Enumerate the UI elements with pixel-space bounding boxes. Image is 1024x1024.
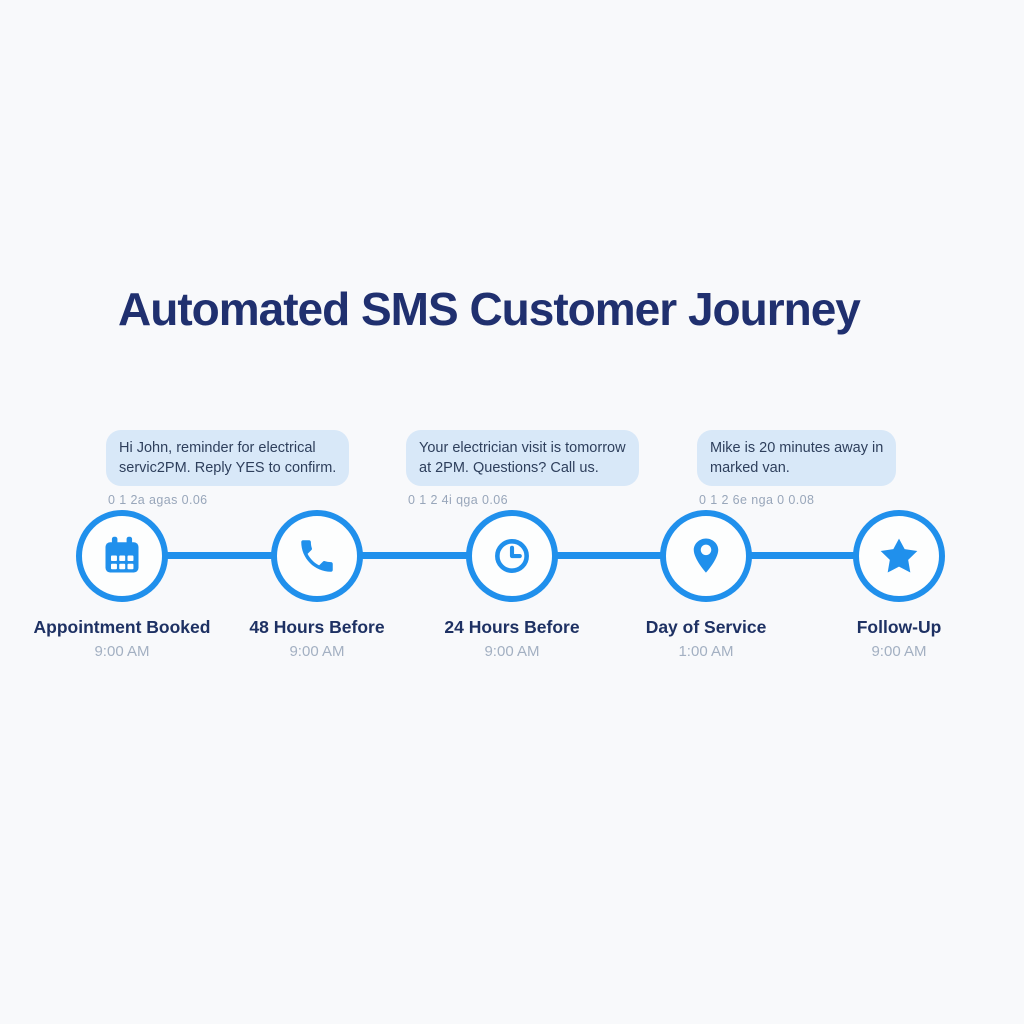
location-pin-icon: [693, 538, 719, 573]
star-icon: [880, 538, 918, 573]
timeline-step-follow-up: Follow-Up 9:00 AM: [799, 510, 999, 660]
timeline-step-appointment-booked: Appointment Booked 9:00 AM: [22, 510, 222, 660]
step-time: 9:00 AM: [289, 643, 345, 660]
step-circle: [76, 510, 168, 602]
step-label: Day of Service: [645, 617, 767, 637]
sms-bubble-caption: 0 1 2 4i qga 0.06: [408, 493, 508, 507]
step-time: 9:00 AM: [871, 643, 927, 660]
page-title: Automated SMS Customer Journey: [118, 283, 861, 335]
sms-bubble: Hi John, reminder for electrical servic2…: [106, 430, 350, 486]
step-label: 24 Hours Before: [444, 617, 580, 637]
sms-bubble-group-1: Hi John, reminder for electrical servic2…: [106, 430, 350, 507]
timeline-step-day-of-service: Day of Service 1:00 AM: [606, 510, 806, 660]
clock-icon: [495, 539, 529, 573]
sms-bubble-caption: 0 1 2a agas 0.06: [108, 493, 208, 507]
step-circle: [466, 510, 558, 602]
sms-bubble: Mike is 20 minutes away in marked van.: [697, 430, 897, 486]
sms-bubble-group-3: Mike is 20 minutes away in marked van. 0…: [697, 430, 897, 507]
phone-icon: [301, 540, 333, 572]
step-label: Appointment Booked: [33, 617, 211, 637]
step-time: 1:00 AM: [678, 643, 734, 660]
step-circle: [271, 510, 363, 602]
step-circle: [660, 510, 752, 602]
timeline-step-48-hours-before: 48 Hours Before 9:00 AM: [217, 510, 417, 660]
sms-bubble-group-2: Your electrician visit is tomorrow at 2P…: [406, 430, 639, 507]
step-label: 48 Hours Before: [249, 617, 385, 637]
step-time: 9:00 AM: [484, 643, 540, 660]
step-time: 9:00 AM: [94, 643, 150, 660]
calendar-icon: [105, 536, 139, 573]
timeline-step-24-hours-before: 24 Hours Before 9:00 AM: [412, 510, 612, 660]
sms-bubble-caption: 0 1 2 6e nga 0 0.08: [699, 493, 815, 507]
step-label: Follow-Up: [856, 617, 942, 637]
sms-bubble: Your electrician visit is tomorrow at 2P…: [406, 430, 639, 486]
step-circle: [853, 510, 945, 602]
